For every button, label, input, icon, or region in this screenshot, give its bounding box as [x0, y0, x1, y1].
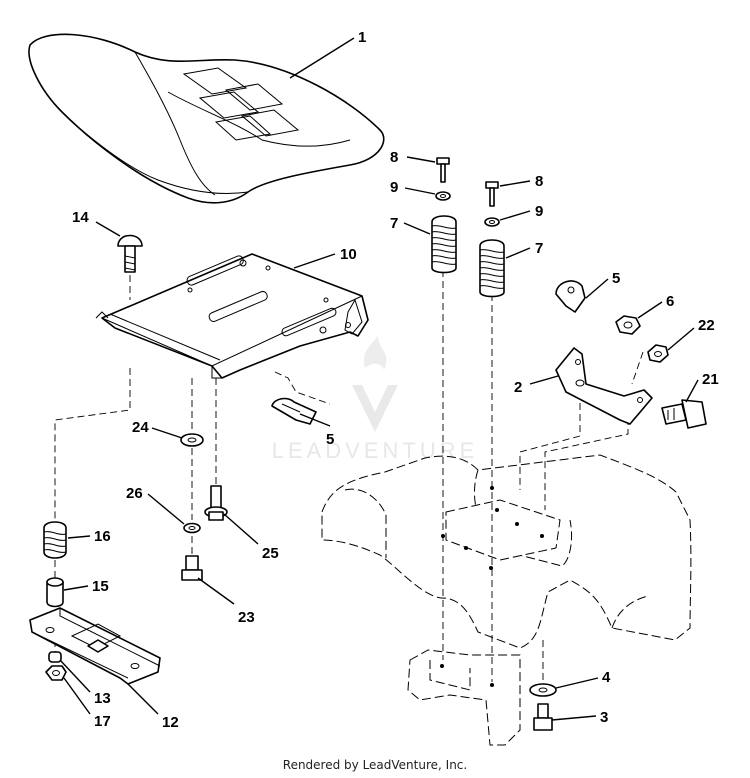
hex-bolt-23 [181, 555, 203, 581]
callout-13: 13 [94, 690, 111, 707]
callout-7-left: 7 [390, 215, 398, 232]
callout-14: 14 [72, 209, 89, 226]
callout-21: 21 [702, 371, 719, 388]
callout-7-right: 7 [535, 240, 543, 257]
seat [28, 33, 385, 204]
callout-1: 1 [358, 29, 366, 46]
callout-10: 10 [340, 246, 357, 263]
washer-left [435, 191, 451, 201]
spring-16 [43, 521, 67, 559]
callout-26: 26 [126, 485, 143, 502]
adjustment-plate-12 [29, 607, 161, 685]
callout-22: 22 [698, 317, 715, 334]
washer-right [484, 217, 500, 227]
clip-center [271, 397, 317, 425]
callout-leaders [59, 37, 699, 721]
hex-bolt-3 [533, 703, 553, 731]
callout-24: 24 [132, 419, 149, 436]
nut-small [647, 344, 669, 363]
callout-4: 4 [602, 669, 611, 686]
callout-6: 6 [666, 293, 674, 310]
callout-12: 12 [162, 714, 179, 731]
callout-8-left: 8 [390, 149, 398, 166]
seat-pan [95, 253, 369, 379]
callout-25: 25 [262, 545, 279, 562]
spring-right [479, 239, 505, 298]
shoulder-screw-25 [204, 485, 228, 521]
spacer-15 [46, 577, 64, 608]
clip-right [555, 280, 586, 313]
callout-3: 3 [600, 709, 608, 726]
bolt-right [485, 181, 499, 207]
tractor-frame [321, 454, 692, 746]
shoulder-bolt [661, 399, 707, 429]
rendered-by-footer: Rendered by LeadVenture, Inc. [282, 758, 468, 772]
watermark-logo: LEADVENTURE [272, 336, 474, 463]
spring-left [431, 215, 457, 274]
bolt-left [436, 157, 450, 183]
bracket [555, 347, 653, 425]
callout-numbers: 1 8 9 7 8 9 7 14 10 5 6 22 2 21 5 24 26 … [72, 29, 719, 731]
nut [615, 315, 641, 335]
callout-15: 15 [92, 578, 109, 595]
nut-17 [45, 665, 67, 681]
lock-washer-26 [183, 522, 201, 534]
callout-2: 2 [514, 379, 522, 396]
carriage-bolt [117, 234, 143, 273]
callout-5-right: 5 [612, 270, 620, 287]
callout-9-left: 9 [390, 179, 398, 196]
callout-5-center: 5 [326, 431, 334, 448]
flat-washer-24 [180, 433, 204, 447]
callout-23: 23 [238, 609, 255, 626]
spacer-13 [48, 651, 62, 663]
callout-9-right: 9 [535, 203, 543, 220]
callout-16: 16 [94, 528, 111, 545]
washer-4 [529, 683, 557, 697]
callout-17: 17 [94, 713, 111, 730]
callout-8-right: 8 [535, 173, 543, 190]
